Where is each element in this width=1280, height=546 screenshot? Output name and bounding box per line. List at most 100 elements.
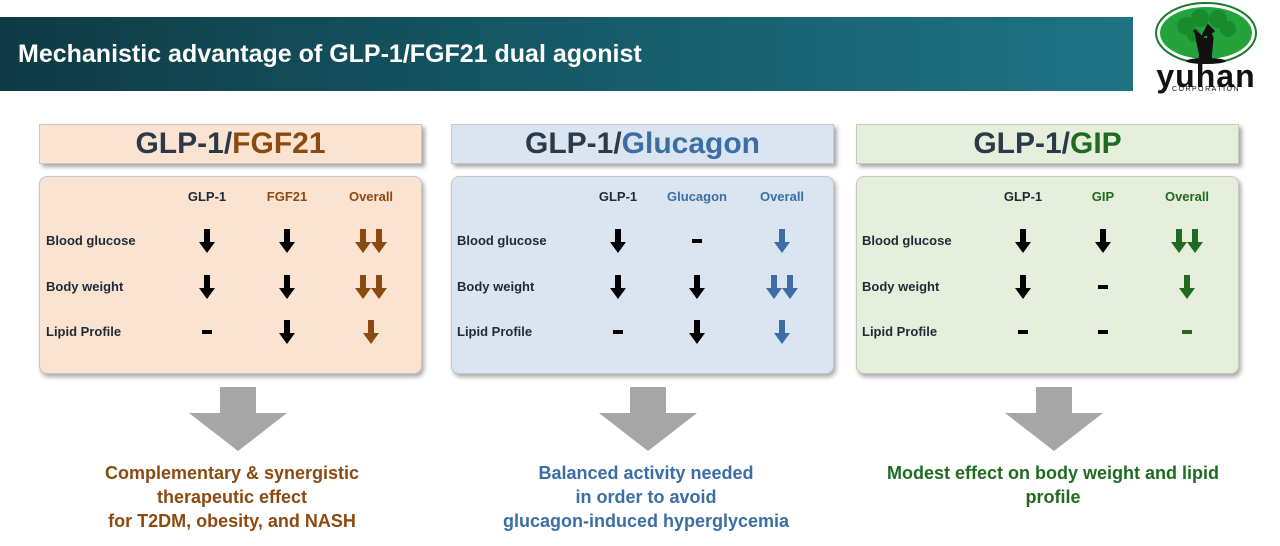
panel-3-row-1-col-2-cell <box>1095 229 1111 253</box>
panel-3-row-1-col-3-cell <box>1171 229 1203 253</box>
panel-1-conclusion-line-1: Complementary & synergistic <box>104 463 360 483</box>
company-logo: yuhan CORPORATION <box>1138 2 1274 96</box>
panel-2-row-2-label: Body weight <box>457 279 535 294</box>
panel-3-col-3: Overall <box>1164 189 1210 204</box>
panel-2-header: GLP-1/Glucagon <box>451 124 834 164</box>
logo-text: yuhan <box>1156 58 1256 94</box>
panel-2-row-3-col-2-cell <box>689 320 705 344</box>
panel-3-conclusion: Modest effect on body weight and lipid p… <box>858 461 1248 509</box>
title-banner: Mechanistic advantage of GLP-1/FGF21 dua… <box>0 17 1133 91</box>
panel-3-row-1-col-2-down-arrow-icon <box>1095 229 1111 253</box>
panel-3-row-3-col-1-dash-icon <box>1018 330 1028 334</box>
panel-2-conclusion-line-1: Balanced activity needed <box>538 463 754 483</box>
panel-3-col-2: GIP <box>1091 189 1115 204</box>
panel-2-title-prefix: GLP-1/ <box>524 127 622 160</box>
panel-1-title-prefix: GLP-1/ <box>135 127 233 160</box>
panel-2 <box>451 176 834 374</box>
panel-1-row-2-col-3-double-down-arrow-icon <box>355 275 387 299</box>
panel-1-row-2-col-1-cell <box>199 275 215 299</box>
panel-3-row-1-col-1-down-arrow-icon <box>1015 229 1031 253</box>
panel-2-row-1-col-3-down-arrow-icon <box>774 229 790 253</box>
panel-1-row-1-col-3-double-down-arrow-icon <box>355 229 387 253</box>
panel-1-row-1-col-2-cell <box>279 229 295 253</box>
panel-2-row-1-label: Blood glucose <box>457 233 547 248</box>
panel-1-row-3-col-2-cell <box>279 320 295 344</box>
panel-3-conclusion-line-1: Modest effect on body weight and lipid <box>887 463 1219 483</box>
panel-3-transition-arrow-icon <box>1005 387 1103 451</box>
panel-3-row-1-label: Blood glucose <box>862 233 952 248</box>
panel-1-row-3-col-3-cell <box>363 320 379 344</box>
panel-2-row-2-col-1-cell <box>610 275 626 299</box>
panel-3-row-2-col-1-down-arrow-icon <box>1015 275 1031 299</box>
panel-1-conclusion-line-2: therapeutic effect <box>156 487 308 507</box>
panel-1-col-3: Overall <box>348 189 394 204</box>
panel-2-conclusion-line-2: in order to avoid <box>575 487 717 507</box>
panel-3-row-2-col-1-cell <box>1015 275 1031 299</box>
panel-1-col-2: FGF21 <box>266 189 308 204</box>
panel-1-transition-arrow-icon <box>189 387 287 451</box>
panel-2-col-1: GLP-1 <box>598 189 638 204</box>
panel-1-conclusion: Complementary & synergistic therapeutic … <box>57 461 407 533</box>
panel-3-row-2-col-3-cell <box>1179 275 1195 299</box>
panel-2-row-3-col-2-down-arrow-icon <box>689 320 705 344</box>
panel-3-row-2-col-2-dash-icon <box>1098 285 1108 289</box>
panel-3-row-3-col-3-dash-icon <box>1182 330 1192 334</box>
panel-2-row-2-col-3-cell <box>766 275 798 299</box>
panel-3-row-3-col-2-cell <box>1098 330 1108 334</box>
panel-2-conclusion: Balanced activity needed in order to avo… <box>466 461 826 533</box>
panel-2-col-2: Glucagon <box>667 189 727 204</box>
panel-1-row-2-label: Body weight <box>46 279 124 294</box>
panel-1-conclusion-line-3: for T2DM, obesity, and NASH <box>108 511 356 531</box>
panel-1-title-accent: FGF21 <box>232 127 326 160</box>
panel-2-row-1-col-3-cell <box>774 229 790 253</box>
panel-3-header: GLP-1/GIP <box>856 124 1239 164</box>
panel-2-title-accent: Glucagon <box>621 127 761 160</box>
panel-1-row-3-col-1-cell <box>202 330 212 334</box>
panel-2-row-3-col-3-cell <box>774 320 790 344</box>
panel-3-row-2-label: Body weight <box>862 279 940 294</box>
panel-2-row-2-col-2-down-arrow-icon <box>689 275 705 299</box>
panel-1-row-1-label: Blood glucose <box>46 233 136 248</box>
panel-2-row-3-col-1-cell <box>613 330 623 334</box>
page-title: Mechanistic advantage of GLP-1/FGF21 dua… <box>18 40 642 68</box>
panel-2-row-2-col-2-cell <box>689 275 705 299</box>
panel-3-title-prefix: GLP-1/ <box>973 127 1070 160</box>
panel-1-row-3-label: Lipid Profile <box>46 324 122 339</box>
panel-2-conclusion-line-3: glucagon-induced hyperglycemia <box>502 511 790 531</box>
panel-2-row-3-col-3-down-arrow-icon <box>774 320 790 344</box>
panel-3-title-accent: GIP <box>1070 127 1122 160</box>
tree-emblem-icon <box>1155 2 1257 64</box>
panel-3-row-3-col-3-cell <box>1182 330 1192 334</box>
panel-3-row-2-col-3-down-arrow-icon <box>1179 275 1195 299</box>
panel-1-row-1-col-1-down-arrow-icon <box>199 229 215 253</box>
panel-3-conclusion-line-2: profile <box>1025 487 1081 507</box>
panel-3-row-3-col-2-dash-icon <box>1098 330 1108 334</box>
logo-subtitle: CORPORATION <box>1171 86 1241 93</box>
panel-1-row-2-col-3-cell <box>355 275 387 299</box>
panel-1-row-1-col-2-down-arrow-icon <box>279 229 295 253</box>
panel-2-transition-arrow-icon <box>599 387 697 451</box>
panel-3-row-2-col-2-cell <box>1098 285 1108 289</box>
panel-1-header: GLP-1/FGF21 <box>39 124 422 164</box>
panel-2-row-1-col-1-down-arrow-icon <box>610 229 626 253</box>
panel-2-col-3: Overall <box>759 189 805 204</box>
panel-1-row-3-col-2-down-arrow-icon <box>279 320 295 344</box>
panel-2-row-3-col-1-dash-icon <box>613 330 623 334</box>
panel-2-row-1-col-1-cell <box>610 229 626 253</box>
panel-1-row-2-col-1-down-arrow-icon <box>199 275 215 299</box>
panel-3-col-1: GLP-1 <box>1003 189 1043 204</box>
panel-1 <box>39 176 422 374</box>
panel-2-row-1-col-2-dash-icon <box>692 239 702 243</box>
panel-1-col-1: GLP-1 <box>187 189 227 204</box>
panel-2-row-1-col-2-cell <box>692 239 702 243</box>
panel-3-row-1-col-1-cell <box>1015 229 1031 253</box>
panel-3-row-3-label: Lipid Profile <box>862 324 938 339</box>
panel-1-row-3-col-3-down-arrow-icon <box>363 320 379 344</box>
panel-1-row-3-col-1-dash-icon <box>202 330 212 334</box>
panel-1-row-2-col-2-cell <box>279 275 295 299</box>
panel-1-row-2-col-2-down-arrow-icon <box>279 275 295 299</box>
panel-2-row-2-col-3-double-down-arrow-icon <box>766 275 798 299</box>
panel-1-row-1-col-1-cell <box>199 229 215 253</box>
panel-3-row-1-col-3-double-down-arrow-icon <box>1171 229 1203 253</box>
panel-3 <box>856 176 1239 374</box>
